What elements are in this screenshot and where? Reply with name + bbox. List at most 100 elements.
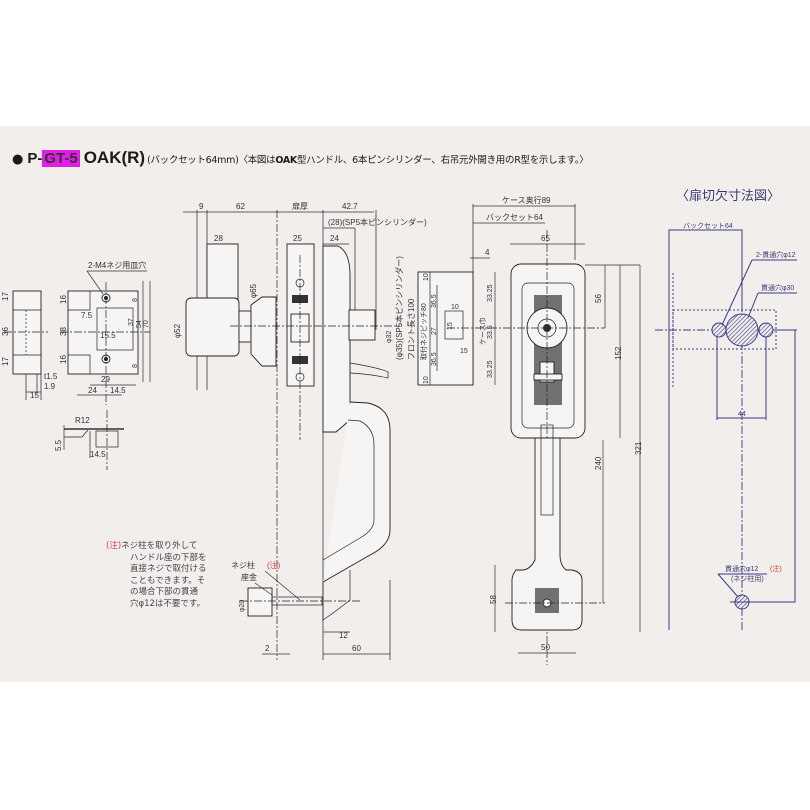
outer-rose xyxy=(185,297,240,357)
dim-5.5: 5.5 xyxy=(54,439,63,451)
cylinder-note: (28)(SP5本ピンシリンダー) xyxy=(328,217,427,227)
dim-70: 70 xyxy=(143,320,150,328)
note-line-4: こともできます。そ xyxy=(130,575,206,586)
dim-36.5-bottom: 36.5 xyxy=(431,352,438,366)
note-line-2: ハンドル座の下部を xyxy=(130,552,207,563)
case-depth-label: ケース奥行89 xyxy=(502,195,551,205)
dim-2: 2 xyxy=(265,644,270,653)
backset-label: バックセット64 xyxy=(486,213,543,222)
front-length-label: フロント長さ100 xyxy=(407,298,416,360)
desc-open: 〈本図は xyxy=(238,155,276,166)
dim-16-bottom: 16 xyxy=(59,355,68,364)
outer-lever xyxy=(206,243,239,307)
label-bottom-sub: (ネジ柱用) xyxy=(731,574,764,583)
hole-phi30 xyxy=(725,313,759,347)
dim-65: 65 xyxy=(541,234,550,243)
dim-28: 28 xyxy=(214,234,223,243)
dim-15-bottom: 15 xyxy=(460,348,468,355)
dim-60: 60 xyxy=(352,644,361,653)
dim-33.25-top: 33.25 xyxy=(487,284,494,302)
dim-phi20: φ20 xyxy=(239,600,246,612)
dim-240: 240 xyxy=(594,456,603,470)
phi35-note: (φ35)(SP5本ピンシリンダー) xyxy=(394,256,404,360)
dim-phi52: φ52 xyxy=(173,323,182,338)
dim-29: 29 xyxy=(101,375,110,384)
dim-17-top: 17 xyxy=(1,292,10,301)
dim-25: 25 xyxy=(293,234,302,243)
desc-bold: OAK xyxy=(275,155,297,166)
cutout-title: 〈扉切欠寸法図〉 xyxy=(676,189,781,204)
drawing-panel xyxy=(0,126,810,682)
dim-4: 4 xyxy=(485,248,490,257)
label-m4-holes: 2-M4ネジ用皿穴 xyxy=(88,260,146,270)
label-hole-phi30: 貫通穴φ30 xyxy=(761,283,794,292)
dim-27: 27 xyxy=(431,327,438,335)
dim-phi65: φ65 xyxy=(249,283,258,298)
handle-grip-front xyxy=(511,437,583,631)
dim-321: 321 xyxy=(634,441,643,455)
hole-phi12-left xyxy=(711,322,727,338)
dim-58: 58 xyxy=(489,595,498,604)
bullet-icon: ● xyxy=(12,152,24,167)
side-view-drawing: 9 62 扉厚 42.7 (28)(SP5本ピンシリンダー) 28 25 24 … xyxy=(173,201,427,660)
dim-door-thickness: 扉厚 xyxy=(292,201,308,211)
backset-note: (バックセット64mm) xyxy=(147,155,239,166)
lock-case xyxy=(417,271,474,386)
dim-50: 50 xyxy=(541,643,550,652)
dim-9: 9 xyxy=(199,202,204,211)
dim-12: 12 xyxy=(339,631,348,640)
dim-16-top: 16 xyxy=(59,295,68,304)
hole-phi12-right xyxy=(758,322,774,338)
dim-36.5-top: 36.5 xyxy=(431,294,438,308)
door-cutout-drawing: バックセット64 2-貫通穴φ12 貫通穴φ30 44 貫通穴φ12 (注) (… xyxy=(655,222,797,630)
screw-pitch-label: 取付ネジピッチ80 xyxy=(419,303,428,360)
front-view-drawing: 65 56 152 240 321 58 50 xyxy=(447,230,643,665)
dim-33.25-bottom: 33.25 xyxy=(487,360,494,378)
dim-38: 38 xyxy=(59,327,68,336)
note-line-5: の場合下部の貫通 xyxy=(130,587,199,597)
desc-rest: 型ハンドル、6本ピンシリンダー、右吊元外開き用のR型を示します。〉 xyxy=(296,155,589,166)
label-screw-post: ネジ柱 xyxy=(231,560,255,570)
dim-36: 36 xyxy=(1,327,10,336)
dim-56: 56 xyxy=(594,294,603,303)
dim-10-top: 10 xyxy=(423,273,430,281)
model-description: (バックセット64mm)〈本図はOAK型ハンドル、6本ピンシリンダー、右吊元外開… xyxy=(147,152,589,166)
dim-t1.5: t1.5 xyxy=(44,372,58,381)
dim-r12: R12 xyxy=(75,416,90,425)
strike-plate-drawing: 17 36 17 t1.5 1.9 15 2-M4ネジ用皿穴 16 38 16 … xyxy=(1,260,151,405)
note-line-1: ネジ柱を取り外して xyxy=(121,541,198,551)
dim-54: 54 xyxy=(136,320,143,328)
cutout-backset: バックセット64 xyxy=(683,222,733,230)
dim-phi32: φ32 xyxy=(386,331,393,343)
dim-1.9: 1.9 xyxy=(44,382,56,391)
label-bottom-hole: 貫通穴φ12 xyxy=(725,564,758,573)
note-mark: (注) xyxy=(106,541,122,551)
dim-14.5: 14.5 xyxy=(110,386,126,395)
grip-handle xyxy=(322,401,391,583)
strike-side-view xyxy=(12,290,42,375)
dim-42.7: 42.7 xyxy=(342,202,358,211)
label-bottom-note: (注) xyxy=(770,564,782,573)
product-title: ● P- GT-5 OAK(R) (バックセット64mm)〈本図はOAK型ハンド… xyxy=(12,148,589,168)
note-line-3: 直接ネジで取付ける xyxy=(130,564,207,574)
dim-24-side: 24 xyxy=(330,234,339,243)
label-washer: 座金 xyxy=(241,572,257,582)
dim-14.5-box: 14.5 xyxy=(90,450,106,459)
dim-152: 152 xyxy=(614,346,623,360)
note-line-6: 穴φ12は不要です。 xyxy=(130,598,206,609)
model-name: OAK(R) xyxy=(83,148,146,167)
screw-post-washer xyxy=(247,587,273,617)
dim-7.5: 7.5 xyxy=(81,311,93,320)
dim-33.5: 33.5 xyxy=(487,325,494,339)
model-prefix: P- xyxy=(27,150,43,167)
dim-10-inner: 10 xyxy=(451,304,459,311)
dim-17-bottom: 17 xyxy=(1,357,10,366)
dim-10-bottom: 10 xyxy=(423,376,430,384)
dim-37: 37 xyxy=(128,318,135,326)
strike-box-drawing: R12 5.5 14.5 xyxy=(54,410,124,470)
dim-24: 24 xyxy=(88,386,97,395)
model-code-badge: GT-5 xyxy=(42,150,80,167)
dim-15: 15 xyxy=(30,391,39,400)
label-2-holes-phi12: 2-貫通穴φ12 xyxy=(756,250,796,259)
